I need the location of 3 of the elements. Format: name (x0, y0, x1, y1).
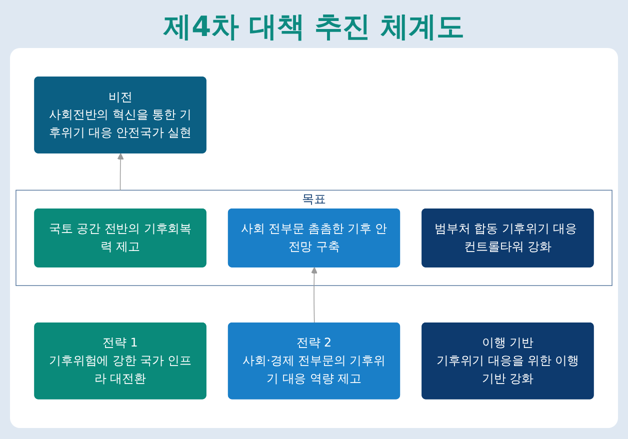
arrow (117, 153, 124, 191)
arrow (310, 267, 318, 324)
title: 제4차 대책 추진 체계도 (162, 9, 466, 45)
